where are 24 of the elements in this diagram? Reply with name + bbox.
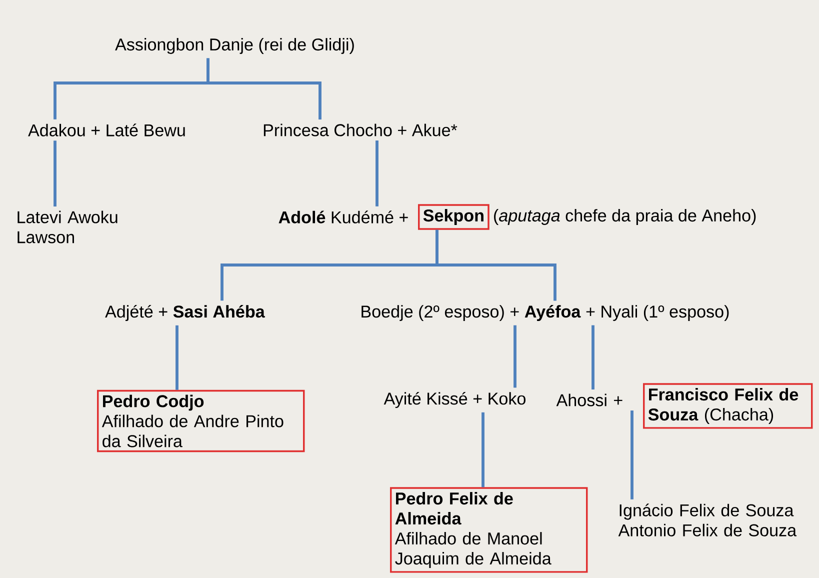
name-label: Ayité Kissé + Koko bbox=[384, 392, 526, 408]
name-label: Adolé Kudémé + bbox=[278, 210, 408, 224]
connector-line bbox=[206, 58, 322, 120]
highlight-box: Pedro Felix de Almeida Afilhado de Manoel Joaquim de Almeida bbox=[390, 487, 588, 573]
connector-line bbox=[376, 140, 378, 206]
note-text: (aputaga chefe da praia de Aneho) bbox=[494, 209, 756, 225]
name-label: Boedje (2º esposo) + Ayéfoa + Nyali (1º esposo) bbox=[362, 304, 729, 322]
name-label: Princesa Chocho + Akue* bbox=[264, 124, 458, 136]
connector-line bbox=[176, 325, 178, 390]
highlight-box: Sekpon bbox=[418, 204, 490, 230]
connector-line bbox=[592, 325, 594, 390]
connector-line bbox=[514, 325, 516, 388]
connector-line bbox=[482, 412, 484, 488]
connector-line bbox=[630, 410, 634, 500]
name-label: Assiongbon Danje (rei de Glidji) bbox=[115, 38, 354, 54]
name-label: Ahossi + bbox=[556, 394, 622, 406]
highlight-box: Pedro Codjo Afilhado de Andre Pinto da Silveira bbox=[97, 390, 305, 452]
connector-line bbox=[436, 230, 556, 301]
name-label: Adakou + Laté Bewu bbox=[28, 124, 185, 136]
name-label: Adjété + Sasi Ahéba bbox=[105, 304, 265, 322]
highlight-box: Francisco Felix de Souza (Chacha) bbox=[643, 383, 813, 429]
name-label: Ignácio Felix de Souza Antonio Felix de Souza bbox=[618, 504, 797, 536]
connector-line bbox=[54, 140, 56, 206]
name-label: Latevi Awoku Lawson bbox=[18, 210, 118, 244]
